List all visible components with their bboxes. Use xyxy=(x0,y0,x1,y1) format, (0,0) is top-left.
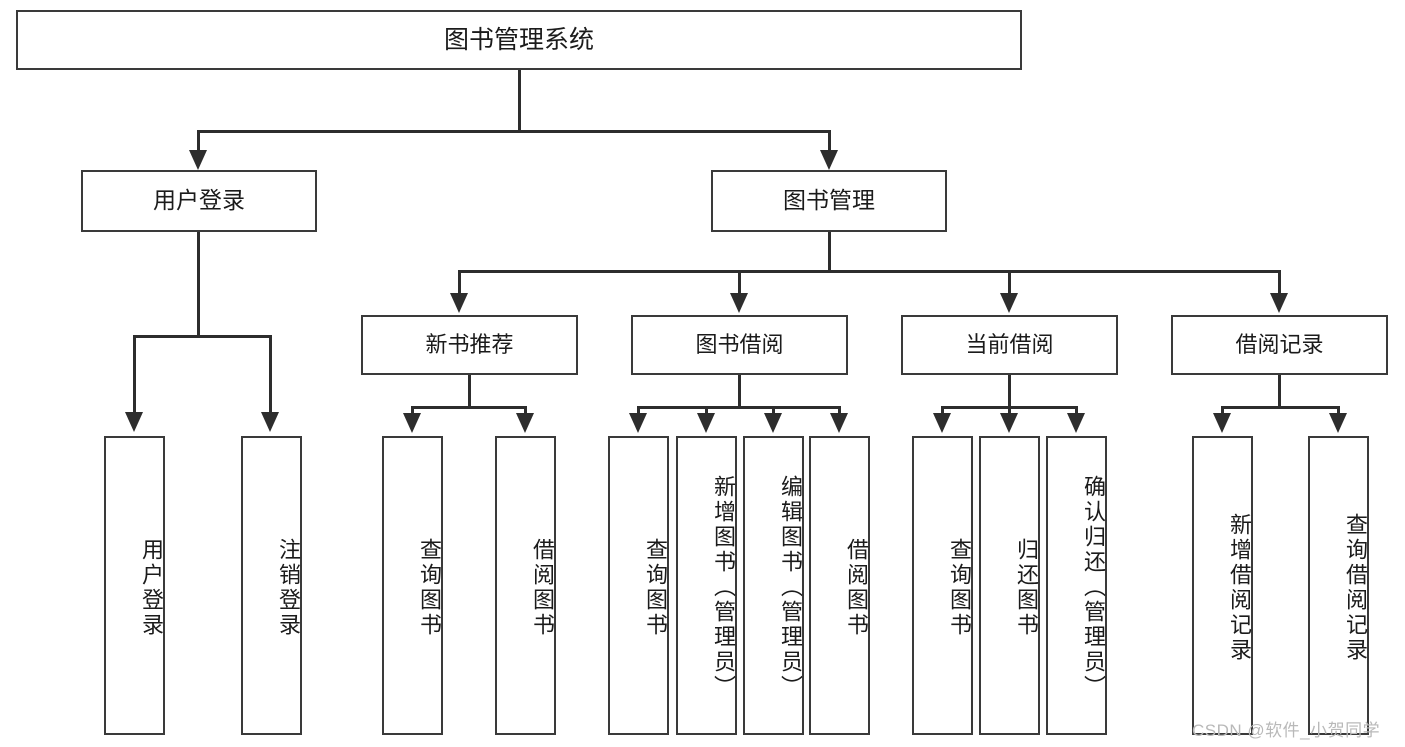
leaf-user-login[interactable]: 用户登录 xyxy=(104,436,165,735)
leaf-nbr-query-book[interactable]: 查询图书 xyxy=(382,436,443,735)
edge-nbr-bus xyxy=(411,406,527,409)
arrow-to-borrow-record xyxy=(1270,293,1288,313)
node-label: 借阅记录 xyxy=(1235,331,1324,357)
node-label: 图书管理系统 xyxy=(443,26,594,54)
edge-cb-drop-2 xyxy=(1008,406,1011,418)
node-label: 新书推荐 xyxy=(425,331,514,357)
node-user-login[interactable]: 用户登录 xyxy=(81,170,317,232)
arrow-br-leaf-1 xyxy=(1213,413,1231,433)
arrow-bb-leaf-2 xyxy=(697,413,715,433)
arrow-to-book-borrow xyxy=(730,293,748,313)
edge-nbr-stem xyxy=(468,375,471,408)
leaf-bb-edit-book-admin[interactable]: 编辑图书（管理员） xyxy=(743,436,804,735)
arrow-bb-leaf-4 xyxy=(830,413,848,433)
leaf-logout[interactable]: 注销登录 xyxy=(241,436,302,735)
edge-bb-drop-3 xyxy=(772,406,775,418)
node-label: 归还图书 xyxy=(1014,537,1039,638)
arrow-user-login-leaf-1 xyxy=(125,412,143,432)
edge-br-drop-1 xyxy=(1221,406,1224,418)
arrow-cb-leaf-1 xyxy=(933,413,951,433)
arrow-cb-leaf-3 xyxy=(1067,413,1085,433)
edge-bb-drop-4 xyxy=(838,406,841,418)
arrow-bb-leaf-3 xyxy=(764,413,782,433)
edge-book-mgmt-drop-3 xyxy=(1008,270,1011,298)
edge-book-mgmt-drop-1 xyxy=(458,270,461,298)
node-label: 查询图书 xyxy=(643,537,668,638)
arrow-user-login-leaf-2 xyxy=(261,412,279,432)
edge-root-stem xyxy=(518,70,521,132)
edge-bb-bus xyxy=(637,406,841,409)
edge-nbr-drop-1 xyxy=(411,406,414,418)
arrow-bb-leaf-1 xyxy=(629,413,647,433)
node-label: 编辑图书（管理员） xyxy=(778,475,803,700)
arrow-cb-leaf-2 xyxy=(1000,413,1018,433)
edge-book-mgmt-drop-4 xyxy=(1278,270,1281,298)
leaf-cb-confirm-return-admin[interactable]: 确认归还（管理员） xyxy=(1046,436,1107,735)
node-label: 图书借阅 xyxy=(695,331,784,357)
edge-root-bus xyxy=(197,130,831,133)
node-label: 用户登录 xyxy=(139,537,164,638)
edge-book-mgmt-stem xyxy=(828,232,831,272)
node-new-book-recommend[interactable]: 新书推荐 xyxy=(361,315,578,375)
node-label: 注销登录 xyxy=(276,537,301,638)
arrow-nbr-leaf-2 xyxy=(516,413,534,433)
edge-br-drop-2 xyxy=(1337,406,1340,418)
leaf-bb-query-book[interactable]: 查询图书 xyxy=(608,436,669,735)
node-label: 当前借阅 xyxy=(965,331,1054,357)
node-label: 确认归还（管理员） xyxy=(1081,475,1106,700)
edge-root-to-book-mgmt xyxy=(828,130,831,155)
node-borrow-record[interactable]: 借阅记录 xyxy=(1171,315,1388,375)
leaf-bb-borrow-book[interactable]: 借阅图书 xyxy=(809,436,870,735)
edge-user-login-bus xyxy=(133,335,269,338)
edge-user-login-stem xyxy=(197,232,200,337)
node-label: 新增借阅记录 xyxy=(1227,512,1252,663)
node-label: 用户登录 xyxy=(153,187,245,214)
edge-book-mgmt-drop-2 xyxy=(738,270,741,298)
edge-book-mgmt-bus xyxy=(458,270,1280,273)
node-book-management[interactable]: 图书管理 xyxy=(711,170,947,232)
edge-user-login-drop-2 xyxy=(269,335,272,417)
leaf-br-add-record[interactable]: 新增借阅记录 xyxy=(1192,436,1253,735)
arrow-root-to-book-mgmt xyxy=(820,150,838,170)
node-label: 新增图书（管理员） xyxy=(711,475,736,700)
arrow-br-leaf-2 xyxy=(1329,413,1347,433)
node-label: 图书管理 xyxy=(783,187,875,214)
node-current-borrow[interactable]: 当前借阅 xyxy=(901,315,1118,375)
edge-cb-stem xyxy=(1008,375,1011,408)
node-label: 借阅图书 xyxy=(530,537,555,638)
leaf-bb-add-book-admin[interactable]: 新增图书（管理员） xyxy=(676,436,737,735)
edge-root-to-user-login xyxy=(197,130,200,155)
leaf-cb-return-book[interactable]: 归还图书 xyxy=(979,436,1040,735)
edge-br-bus xyxy=(1221,406,1340,409)
node-label: 查询借阅记录 xyxy=(1343,512,1368,663)
node-label: 查询图书 xyxy=(947,537,972,638)
arrow-to-current-borrow xyxy=(1000,293,1018,313)
node-root-system[interactable]: 图书管理系统 xyxy=(16,10,1022,70)
edge-br-stem xyxy=(1278,375,1281,408)
edge-bb-drop-2 xyxy=(705,406,708,418)
edge-nbr-drop-2 xyxy=(524,406,527,418)
edge-cb-drop-3 xyxy=(1075,406,1078,418)
arrow-nbr-leaf-1 xyxy=(403,413,421,433)
leaf-nbr-borrow-book[interactable]: 借阅图书 xyxy=(495,436,556,735)
node-book-borrow[interactable]: 图书借阅 xyxy=(631,315,848,375)
csdn-watermark: CSDN @软件_小贺同学 xyxy=(1192,721,1381,740)
node-label: 借阅图书 xyxy=(844,537,869,638)
arrow-root-to-user-login xyxy=(189,150,207,170)
edge-cb-drop-1 xyxy=(941,406,944,418)
edge-bb-stem xyxy=(738,375,741,408)
leaf-br-query-record[interactable]: 查询借阅记录 xyxy=(1308,436,1369,735)
arrow-to-new-book-recommend xyxy=(450,293,468,313)
leaf-cb-query-book[interactable]: 查询图书 xyxy=(912,436,973,735)
edge-user-login-drop-1 xyxy=(133,335,136,417)
edge-bb-drop-1 xyxy=(637,406,640,418)
node-label: 查询图书 xyxy=(417,537,442,638)
